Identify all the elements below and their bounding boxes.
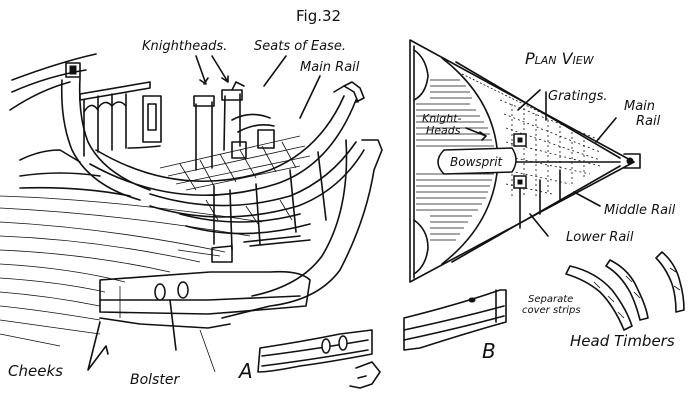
label-main-rail-left: Main Rail: [300, 60, 360, 75]
label-gratings: Gratings.: [548, 89, 608, 104]
label-head-timbers: Head Timbers: [570, 332, 675, 350]
detail-b: [403, 289, 507, 351]
plan-view: [409, 39, 641, 283]
label-lower-rail: Lower Rail: [566, 230, 634, 245]
label-bolster: Bolster: [130, 372, 180, 388]
stem-timber: [60, 62, 151, 201]
label-detail-b: B: [482, 339, 496, 363]
cheeks-bolster: [99, 245, 311, 329]
leader-lines-left: [87, 55, 321, 371]
label-seats-of-ease: Seats of Ease.: [254, 39, 346, 54]
ship-head-perspective: [0, 53, 507, 389]
cutwater: [221, 139, 383, 319]
label-middle-rail: Middle Rail: [604, 203, 676, 218]
label-knight-heads-1: Knight-: [422, 112, 462, 125]
label-main-rail-right-1: Main: [624, 99, 655, 114]
figure-title: Fig.32: [296, 7, 341, 25]
detail-a: [257, 329, 381, 389]
plan-planking: [416, 79, 494, 241]
label-cheeks: Cheeks: [8, 362, 63, 380]
hull-planking: [0, 195, 263, 373]
label-plan-view: Plan View: [525, 49, 595, 68]
label-bowsprit: Bowsprit: [450, 155, 504, 169]
label-cover-strips-2: cover strips: [522, 305, 581, 316]
label-knightheads: Knightheads.: [142, 39, 227, 54]
label-knight-heads-2: Heads: [426, 124, 461, 137]
head-timbers: [565, 251, 685, 331]
forecastle: [9, 53, 162, 197]
main-rail-perspective: [89, 81, 365, 251]
seats-of-ease: [159, 113, 311, 191]
label-main-rail-right-2: Rail: [636, 114, 661, 129]
knightheads-posts: [193, 81, 245, 171]
label-cover-strips-1: Separate: [528, 294, 573, 305]
label-detail-a: A: [237, 359, 253, 383]
